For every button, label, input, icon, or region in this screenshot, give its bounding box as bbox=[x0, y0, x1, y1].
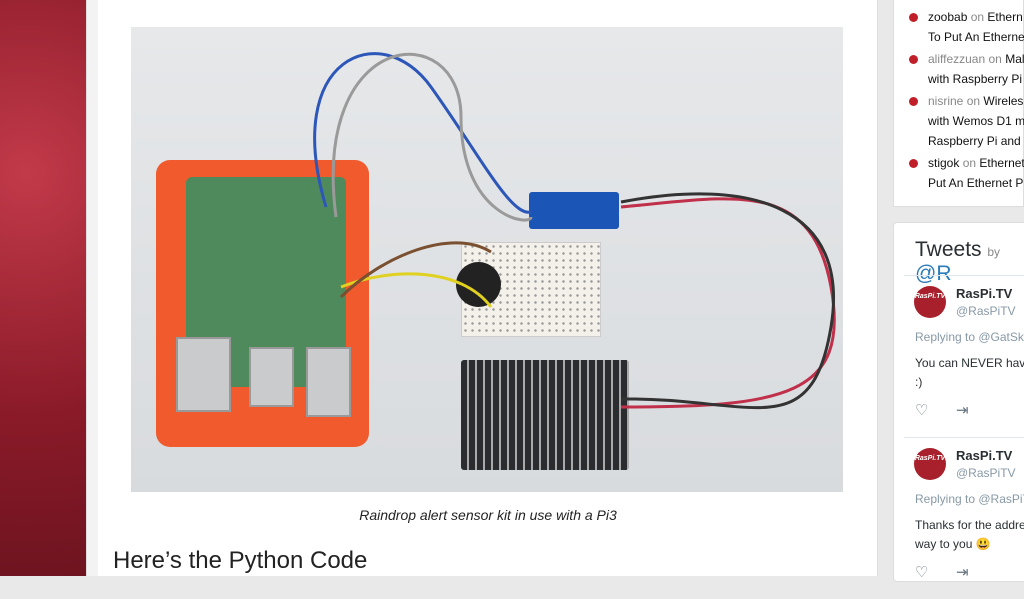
replying-to[interactable]: Replying to @GatSk bbox=[915, 330, 1024, 344]
bullet-icon bbox=[909, 13, 918, 22]
comment-item: nisrine on Wireles with Wemos D1 m Raspb… bbox=[909, 91, 1024, 151]
heart-icon[interactable]: ♡ bbox=[915, 402, 929, 419]
comment-item: zoobab on Ethern To Put An Etherne bbox=[909, 7, 1024, 47]
comment-post-link[interactable]: Put An Ethernet P bbox=[928, 176, 1024, 190]
gutter bbox=[86, 0, 98, 576]
tweet-text: Thanks for the addre way to you 😃 bbox=[915, 516, 1024, 554]
page-background bbox=[0, 0, 86, 576]
comment-item: stigok on Ethernet Put An Ethernet P bbox=[909, 153, 1024, 193]
twitter-handle-link[interactable]: @R bbox=[915, 262, 952, 285]
comment-post-link[interactable]: Ethernet bbox=[979, 156, 1024, 170]
replying-to[interactable]: Replying to @RasPiT bbox=[915, 492, 1024, 506]
comment-author[interactable]: stigok bbox=[928, 156, 960, 170]
tweet-text-line: :) bbox=[915, 375, 923, 389]
avatar[interactable]: RasPi.TV bbox=[914, 286, 946, 318]
comment-post-link[interactable]: with Raspberry Pi bbox=[928, 72, 1023, 86]
section-heading: Here’s the Python Code bbox=[113, 547, 368, 574]
sensor-module bbox=[529, 192, 619, 229]
tweets-by-label: by bbox=[987, 245, 1001, 259]
comment-post-link[interactable]: Raspberry Pi and bbox=[928, 134, 1021, 148]
tweet: RasPi.TV RasPi.TV @RasPiTV Replying to @… bbox=[904, 437, 1024, 599]
wires bbox=[313, 52, 836, 410]
tweet-author-name[interactable]: RasPi.TV bbox=[956, 448, 1013, 463]
comment-connector: on bbox=[966, 94, 981, 108]
breadboard bbox=[461, 242, 601, 337]
article-content: Raindrop alert sensor kit in use with a … bbox=[98, 0, 878, 576]
tweet-author-name[interactable]: RasPi.TV bbox=[956, 286, 1013, 301]
bullet-icon bbox=[909, 97, 918, 106]
comment-connector: on bbox=[970, 10, 985, 24]
twitter-timeline-widget: Tweets by @R RasPi.TV RasPi.TV @RasPiTV … bbox=[893, 222, 1024, 582]
usb-port bbox=[249, 347, 294, 407]
bullet-icon bbox=[909, 159, 918, 168]
share-icon[interactable]: ⇥ bbox=[956, 564, 969, 581]
image-caption: Raindrop alert sensor kit in use with a … bbox=[359, 507, 617, 523]
comment-post-link[interactable]: Mal bbox=[1005, 52, 1024, 66]
article-image bbox=[131, 27, 843, 492]
tweets-heading: Tweets bbox=[915, 238, 982, 261]
tweet-author-handle[interactable]: @RasPiTV bbox=[956, 466, 1016, 480]
comment-post-link[interactable]: with Wemos D1 m bbox=[928, 114, 1024, 128]
ethernet-port bbox=[176, 337, 231, 412]
comment-item: aliffezzuan on Mal with Raspberry Pi bbox=[909, 49, 1024, 89]
bullet-icon bbox=[909, 55, 918, 64]
comment-connector: on bbox=[962, 156, 977, 170]
usb-port bbox=[306, 347, 351, 417]
tweet-text-line: way to you 😃 bbox=[915, 537, 991, 551]
avatar[interactable]: RasPi.TV bbox=[914, 448, 946, 480]
comment-post-link[interactable]: To Put An Etherne bbox=[928, 30, 1024, 44]
comment-author[interactable]: zoobab bbox=[928, 10, 968, 24]
comment-post-link[interactable]: Wireles bbox=[983, 94, 1024, 108]
comment-post-link[interactable]: Ethern bbox=[987, 10, 1023, 24]
tweet-text-line: You can NEVER hav bbox=[915, 356, 1024, 370]
comment-author: aliffezzuan bbox=[928, 52, 986, 66]
tweet-author-handle[interactable]: @RasPiTV bbox=[956, 304, 1016, 318]
comment-connector: on bbox=[988, 52, 1002, 66]
comment-author: nisrine bbox=[928, 94, 964, 108]
recent-comments-widget: zoobab on Ethern To Put An Etherne aliff… bbox=[893, 0, 1024, 207]
tweets-title: Tweets by @R bbox=[915, 238, 1024, 286]
tweet: RasPi.TV RasPi.TV @RasPiTV Replying to @… bbox=[904, 275, 1024, 437]
tweet-text: You can NEVER hav:) bbox=[915, 354, 1024, 392]
tweet-text-line: Thanks for the addre bbox=[915, 518, 1024, 532]
heart-icon[interactable]: ♡ bbox=[915, 564, 929, 581]
share-icon[interactable]: ⇥ bbox=[956, 402, 969, 419]
rain-sensor-plate bbox=[461, 360, 629, 470]
